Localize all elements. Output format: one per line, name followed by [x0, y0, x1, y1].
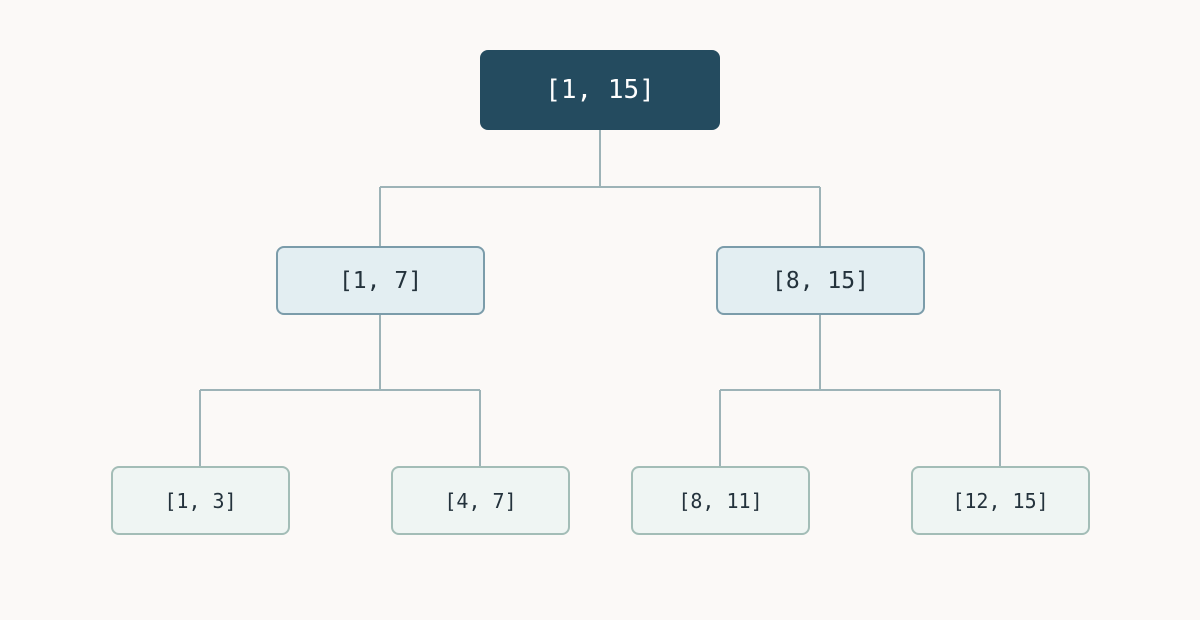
- tree-node-level1-right: [8, 15]: [716, 246, 925, 315]
- tree-node-level1-left: [1, 7]: [276, 246, 485, 315]
- connector-root-children: [379, 130, 821, 246]
- connector-left-children: [199, 314, 481, 466]
- tree-node-leaf-4: [12, 15]: [911, 466, 1090, 535]
- tree-node-leaf-3: [8, 11]: [631, 466, 810, 535]
- tree-node-leaf-1: [1, 3]: [111, 466, 290, 535]
- connector-right-children: [719, 314, 1001, 466]
- tree-node-root: [1, 15]: [480, 50, 720, 130]
- tree-node-leaf-2: [4, 7]: [391, 466, 570, 535]
